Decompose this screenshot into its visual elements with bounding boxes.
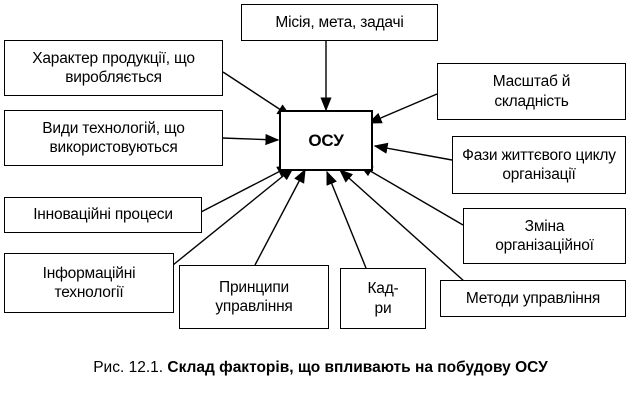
factor-change-label: Зміна організаційної — [495, 217, 594, 254]
arrow-scale — [367, 93, 438, 124]
factor-methods: Методи управління — [440, 280, 626, 317]
arrow-product — [222, 71, 292, 117]
factor-innovation: Інноваційні процеси — [4, 197, 202, 233]
factor-product: Характер продукції, що виробляється — [4, 40, 223, 96]
factor-lifecycle-label: Фази життєвого циклу організації — [462, 146, 616, 183]
arrow-staff — [326, 170, 367, 269]
arrow-principles — [254, 168, 306, 266]
factor-infotech: Інформаційні технології — [4, 253, 174, 313]
factor-product-label: Характер продукції, що виробляється — [32, 49, 195, 86]
factor-innovation-label: Інноваційні процеси — [33, 206, 173, 224]
factor-methods-label: Методи управління — [465, 289, 601, 307]
factor-technology: Види технологій, що використовуються — [4, 110, 223, 166]
factor-technology-label: Види технологій, що використовуються — [42, 119, 185, 156]
arrow-technology — [221, 133, 280, 146]
figure-caption: Рис. 12.1. Склад факторів, що впливають … — [0, 359, 641, 377]
factor-infotech-label: Інформаційні технології — [42, 264, 136, 301]
arrow-infotech — [172, 167, 295, 266]
factor-staff-label: Кад-ри — [367, 280, 399, 317]
center-box-osu: ОСУ — [279, 110, 373, 171]
factor-scale: Масштаб й складність — [437, 63, 626, 120]
factor-scale-label: Масштаб й складність — [492, 73, 571, 110]
arrow-innovation — [200, 165, 292, 213]
arrow-lifecycle — [373, 142, 453, 161]
factor-principles-label: Принципи управління — [215, 278, 293, 315]
center-label: ОСУ — [308, 130, 344, 150]
caption-text: Склад факторів, що впливають на побудову… — [167, 359, 548, 376]
arrow-change — [358, 164, 464, 226]
factor-staff: Кад-ри — [340, 268, 426, 329]
arrow-methods — [338, 169, 466, 283]
factor-lifecycle: Фази життєвого циклу організації — [452, 136, 626, 194]
factor-mission: Місія, мета, задачі — [241, 4, 438, 41]
factor-principles: Принципи управління — [179, 265, 329, 329]
caption-prefix: Рис. 12.1. — [93, 359, 164, 376]
factor-mission-label: Місія, мета, задачі — [275, 13, 404, 31]
factor-change: Зміна організаційної — [463, 208, 626, 264]
